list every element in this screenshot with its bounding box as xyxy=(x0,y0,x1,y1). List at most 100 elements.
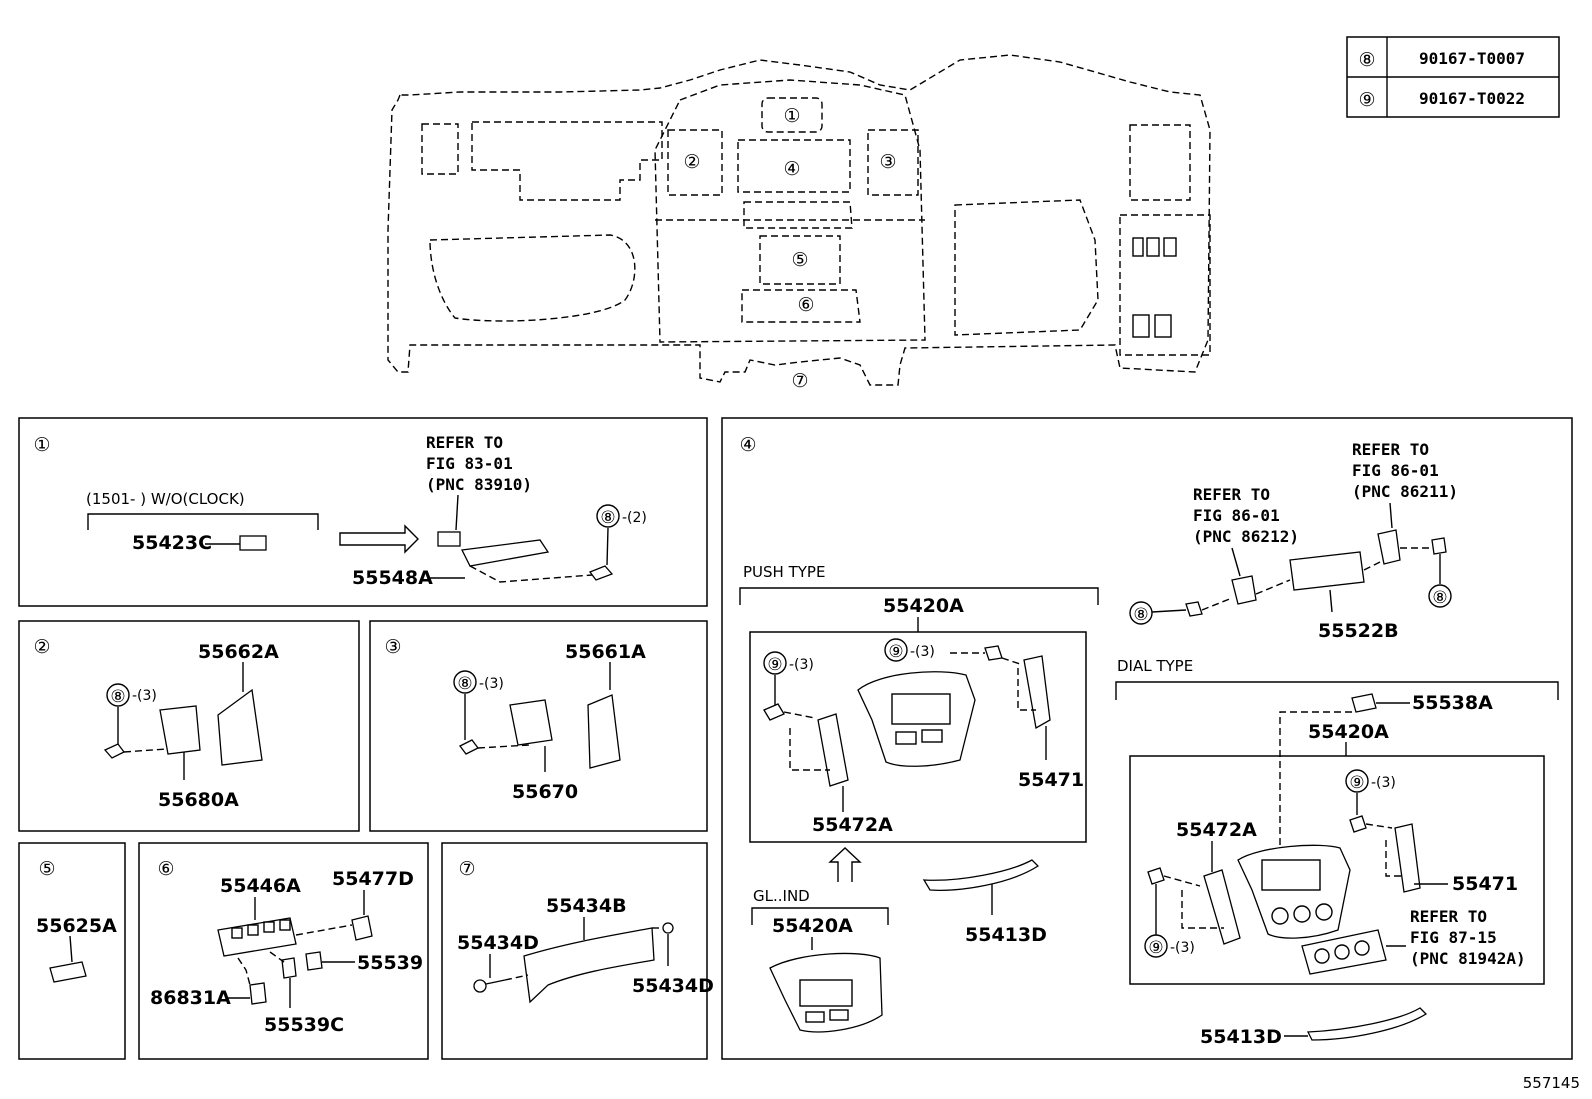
part-55661A: 55661A xyxy=(565,641,646,663)
trim-55413D-1 xyxy=(922,859,1040,891)
part-55539C: 55539C xyxy=(264,1014,344,1036)
part-55434D-left: 55434D xyxy=(457,932,539,954)
panel-2-qty: -(3) xyxy=(132,688,157,704)
clock-55522B xyxy=(1289,551,1365,591)
panel-6-ref: ⑥ xyxy=(157,858,174,880)
panel-1-fastener: ⑧ xyxy=(600,508,615,528)
panel-2-ref: ② xyxy=(33,636,50,658)
figure-id: 557145 xyxy=(1523,1074,1580,1092)
refer-a-1: REFER TO xyxy=(1193,485,1270,504)
refer-b-2: FIG 86-01 xyxy=(1352,461,1439,480)
push-part-55472A: 55472A xyxy=(812,814,893,836)
panel-1-refer-2: FIG 83-01 xyxy=(426,454,513,473)
clock-fastener-left: ⑧ xyxy=(1133,605,1148,625)
dial-qty-1: -(3) xyxy=(1371,775,1396,791)
panel-4: ④ PUSH TYPE 55420A ⑨ -(3) 55472A ⑨ -(3) … xyxy=(721,417,1573,1060)
refer-c-1: REFER TO xyxy=(1410,907,1487,926)
switch-base xyxy=(217,917,297,957)
panel-2-fastener: ⑧ xyxy=(110,687,125,707)
overview-callout-4: ④ xyxy=(783,158,800,180)
vent-grille xyxy=(159,705,201,755)
panel-2: ② ⑧ -(3) 55680A 55662A xyxy=(18,620,360,832)
push-bezel xyxy=(857,671,976,767)
gl-ind-label: GL..IND xyxy=(753,887,810,905)
part-55434B: 55434B xyxy=(546,895,627,917)
lower-trim-55434B xyxy=(523,927,655,1004)
part-55625A: 55625A xyxy=(36,915,117,937)
part-55434D-right: 55434D xyxy=(632,975,714,997)
push-qty-2: -(3) xyxy=(910,644,935,660)
part-55423C: 55423C xyxy=(132,532,212,554)
panel-3: ③ ⑧ -(3) 55670 55661A xyxy=(369,620,708,832)
panel-5: ⑤ 55625A xyxy=(18,842,126,1060)
panel-3-ref: ③ xyxy=(384,636,401,658)
part-55446A: 55446A xyxy=(220,875,301,897)
overview-callout-7: ⑦ xyxy=(791,370,808,392)
push-part-55471: 55471 xyxy=(1018,769,1084,791)
cover-55625A xyxy=(49,961,87,983)
panel-3-fastener: ⑧ xyxy=(457,674,472,694)
dial-fastener-1: ⑨ xyxy=(1349,773,1364,793)
push-trim-left xyxy=(817,713,849,787)
part-55670: 55670 xyxy=(512,781,578,803)
push-type-label: PUSH TYPE xyxy=(743,563,825,581)
dial-qty-2: -(3) xyxy=(1170,940,1195,956)
panel-1-note: (1501- ) W/O(CLOCK) xyxy=(86,490,245,508)
panel-7: ⑦ 55434B 55434D 55434D xyxy=(441,842,714,1060)
overview-callout-5: ⑤ xyxy=(791,249,808,271)
refer-b-3: (PNC 86211) xyxy=(1352,482,1458,501)
push-trim-right xyxy=(1023,655,1051,730)
vent-bezel xyxy=(217,688,263,766)
dial-bezel xyxy=(1237,844,1351,939)
dial-part-55538A: 55538A xyxy=(1412,692,1493,714)
clock-cover-part xyxy=(239,535,267,551)
panel-4-ref: ④ xyxy=(739,434,756,456)
trim-55413D-2 xyxy=(1306,1007,1428,1041)
panel-3-qty: -(3) xyxy=(479,676,504,692)
part-55477D: 55477D xyxy=(332,868,414,890)
overview-callout-2: ② xyxy=(683,151,700,173)
overview-callout-1: ① xyxy=(783,105,800,127)
panel-1-refer-1: REFER TO xyxy=(426,433,503,452)
fastener-ref-8: ⑧ xyxy=(1358,49,1375,71)
clock-bracket-left xyxy=(1231,575,1257,605)
dial-trim-right xyxy=(1394,823,1421,893)
panel-6: ⑥ 55446A 55477D 55539 55539C 86831A xyxy=(138,842,429,1060)
push-assy-55420A: 55420A xyxy=(883,595,964,617)
part-55548A: 55548A xyxy=(352,567,433,589)
clock-bracket-right xyxy=(1377,529,1401,565)
panel-1: ① (1501- ) W/O(CLOCK) 55423C REFER TO FI… xyxy=(18,417,708,607)
refer-c-3: (PNC 81942A) xyxy=(1410,949,1526,968)
panel-1-ref: ① xyxy=(33,434,50,456)
gl-assy-55420A: 55420A xyxy=(772,915,853,937)
fastener-part-8: 90167-T0007 xyxy=(1419,49,1525,68)
panel-1-refer-3: (PNC 83910) xyxy=(426,475,532,494)
push-qty-1: -(3) xyxy=(789,657,814,673)
refer-c-2: FIG 87-15 xyxy=(1410,928,1497,947)
trim-part-55413D-1: 55413D xyxy=(965,924,1047,946)
overview-callout-3: ③ xyxy=(879,151,896,173)
bracket-part xyxy=(461,539,550,567)
dial-trim-left xyxy=(1203,869,1241,945)
push-fastener-1: ⑨ xyxy=(767,655,782,675)
dial-type-box xyxy=(1129,755,1545,985)
dial-assy-55420A: 55420A xyxy=(1308,721,1389,743)
fastener-part-9: 90167-T0022 xyxy=(1419,89,1525,108)
dial-fastener-2: ⑨ xyxy=(1148,938,1163,958)
fastener-ref-9: ⑨ xyxy=(1358,89,1375,111)
dial-part-55471: 55471 xyxy=(1452,873,1518,895)
clock-fastener-right: ⑧ xyxy=(1432,588,1447,608)
panel-5-ref: ⑤ xyxy=(38,858,55,880)
part-55662A: 55662A xyxy=(198,641,279,663)
fastener-table: ⑧ 90167-T0007 ⑨ 90167-T0022 xyxy=(1346,36,1560,118)
gl-bezel xyxy=(769,952,883,1033)
panel-1-qty: -(2) xyxy=(622,510,647,526)
instrument-panel-overview: ① ② ③ ④ ⑤ ⑥ ⑦ xyxy=(387,54,1211,392)
vent-grille-right xyxy=(509,699,553,746)
push-type-box xyxy=(749,631,1087,843)
dial-part-55472A: 55472A xyxy=(1176,819,1257,841)
refer-a-2: FIG 86-01 xyxy=(1193,506,1280,525)
panel-7-ref: ⑦ xyxy=(458,858,475,880)
refer-b-1: REFER TO xyxy=(1352,440,1429,459)
